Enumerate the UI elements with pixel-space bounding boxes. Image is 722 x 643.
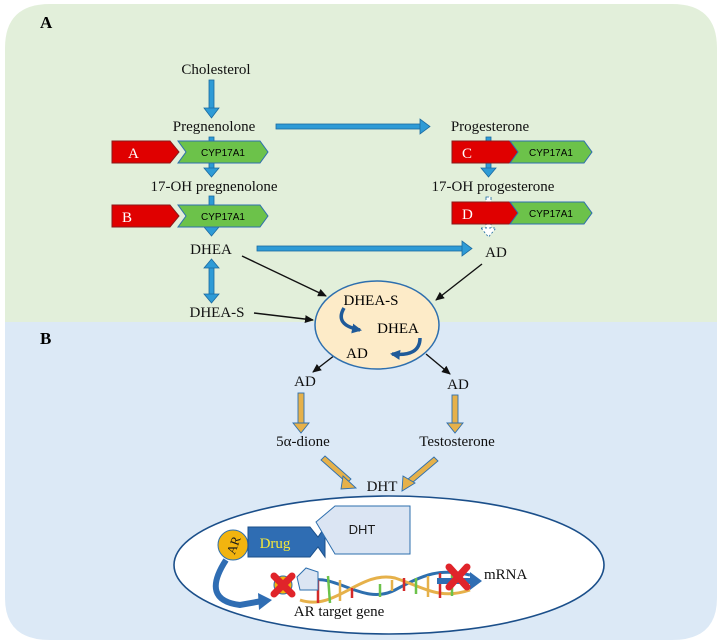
label-progesterone: Progesterone <box>451 119 530 135</box>
tag-c-enzyme: CYP17A1 <box>529 148 573 159</box>
tag-b-enzyme: CYP17A1 <box>201 212 245 223</box>
enzyme-tag-a: A CYP17A1 <box>111 140 269 164</box>
dht-bound <box>296 567 319 591</box>
tag-c-green <box>509 140 593 164</box>
label-dhea-s: DHEA-S <box>190 305 245 321</box>
arrow-dhea-cell <box>241 255 327 297</box>
label-dht: DHT <box>367 479 398 495</box>
tag-b-red <box>111 204 180 228</box>
cell-body <box>314 280 440 370</box>
arrow-head <box>203 167 220 178</box>
ar-target-gene-label: AR target gene <box>294 604 385 620</box>
metabolite-labels: Cholesterol Pregnenolone Progesterone 17… <box>150 62 554 495</box>
label-cholesterol: Cholesterol <box>181 62 250 78</box>
arrow-cell-ad-left <box>312 354 336 373</box>
arrow-ad-cell <box>435 263 483 301</box>
label-ad-left: AD <box>294 374 316 390</box>
enzyme-tag-c: C CYP17A1 <box>451 140 593 164</box>
arrow-pregnenolone-progesterone <box>275 123 423 130</box>
nucleus: AR Drug DHT <box>173 495 605 635</box>
conversion-arrows <box>241 255 483 375</box>
ar-label: AR <box>223 534 243 556</box>
arrow-head <box>480 227 497 238</box>
curved-arrow-head <box>258 593 272 610</box>
curved-arrow-dhea-ad <box>390 337 422 360</box>
label-17oh-progesterone: 17-OH progesterone <box>432 179 555 195</box>
arrow-head <box>461 240 473 257</box>
arrow-head <box>203 107 220 119</box>
arrow-head <box>203 293 220 304</box>
enzyme-tag-b: B CYP17A1 <box>111 204 269 228</box>
cross-icon-mrna <box>445 563 471 591</box>
tag-b-letter: B <box>122 210 132 226</box>
arrow-ad-dione <box>297 392 305 426</box>
arrow-dhea-s-cell <box>253 312 314 324</box>
panel-b-label: B <box>40 329 51 348</box>
panel-a-background <box>5 4 717 322</box>
panel-a-label: A <box>40 13 53 32</box>
arrow-head <box>340 475 358 490</box>
arrow-dhea-ad <box>256 245 465 252</box>
arrow-dhea-dhea-s <box>208 265 215 297</box>
tag-a-letter: A <box>128 146 139 162</box>
arrow-ad-testosterone <box>451 394 459 426</box>
arrow-head <box>419 118 431 135</box>
arrow-head <box>446 422 464 434</box>
dht-shape <box>315 505 411 555</box>
mrna-label: mRNA <box>484 567 528 583</box>
label-testosterone: Testosterone <box>419 434 495 450</box>
label-5a-dione: 5α-dione <box>276 434 330 450</box>
label-pregnenolone: Pregnenolone <box>173 119 256 135</box>
enzyme-tag-d: D CYP17A1 <box>451 201 593 225</box>
tag-a-red <box>111 140 180 164</box>
arrow-cholesterol-pregnenolone <box>208 79 215 111</box>
cell-dhea: DHEA <box>377 321 419 337</box>
cross-icon-gene <box>270 572 296 598</box>
tag-d-green <box>509 201 593 225</box>
arrow-cell-ad-right <box>425 353 451 375</box>
cell-ad: AD <box>346 346 368 362</box>
curved-arrow-ar-gene <box>212 558 263 609</box>
tag-b-green <box>177 204 269 228</box>
tag-c-letter: C <box>462 146 472 162</box>
drug-label: Drug <box>260 536 291 552</box>
gold-arrows <box>292 392 464 492</box>
cell-dhea-s: DHEA-S <box>344 293 399 309</box>
dht-label: DHT <box>349 522 376 537</box>
arrow-head <box>480 167 497 178</box>
tag-d-enzyme: CYP17A1 <box>529 209 573 220</box>
arrow-head <box>401 475 416 492</box>
label-ad-right: AD <box>447 377 469 393</box>
arrow-head <box>292 422 310 434</box>
drug-shape <box>247 525 326 559</box>
tag-a-green <box>177 140 269 164</box>
cell: DHEA-S DHEA AD <box>314 280 440 370</box>
tag-d-letter: D <box>462 207 473 223</box>
label-dhea: DHEA <box>190 242 232 258</box>
dna-helix <box>299 570 471 604</box>
tag-a-enzyme: CYP17A1 <box>201 148 245 159</box>
curved-arrow-dhea-s-dhea <box>339 307 362 334</box>
label-17oh-pregnenolone: 17-OH pregnenolone <box>150 179 277 195</box>
label-ad-top: AD <box>485 245 507 261</box>
arrow-head <box>203 258 220 269</box>
